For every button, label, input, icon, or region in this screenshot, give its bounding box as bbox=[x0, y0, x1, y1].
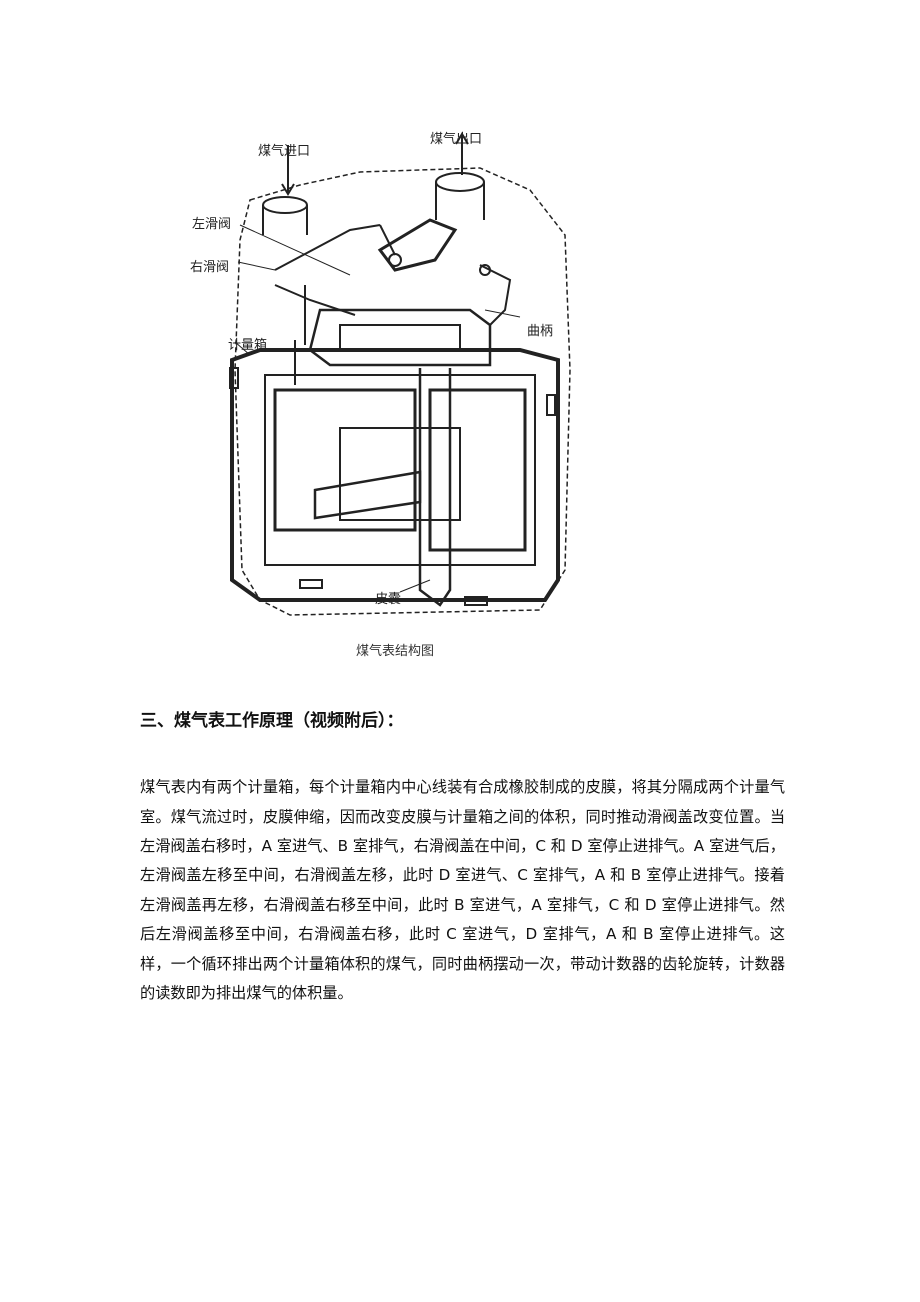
label-left-valve: 左滑阀 bbox=[192, 217, 232, 232]
label-gas-inlet: 煤气进口 bbox=[258, 144, 311, 159]
body-paragraph: 煤气表内有两个计量箱，每个计量箱内中心线装有合成橡胶制成的皮膜，将其分隔成两个计… bbox=[140, 778, 785, 1003]
label-gas-outlet: 煤气出口 bbox=[430, 132, 483, 147]
figure-caption: 煤气表结构图 bbox=[356, 644, 435, 659]
gas-meter-diagram: 煤气进口 煤气出口 左滑阀 右滑阀 计量箱 曲柄 皮囊 煤气表结构图 bbox=[180, 110, 610, 670]
label-crank: 曲柄 bbox=[527, 324, 554, 339]
label-diaphragm: 皮囊 bbox=[375, 592, 402, 607]
label-metering-box: 计量箱 bbox=[228, 338, 268, 353]
label-right-valve: 右滑阀 bbox=[190, 260, 230, 275]
gas-meter-drawing bbox=[229, 132, 571, 616]
section-title: 三、煤气表工作原理（视频附后）： bbox=[140, 711, 404, 731]
